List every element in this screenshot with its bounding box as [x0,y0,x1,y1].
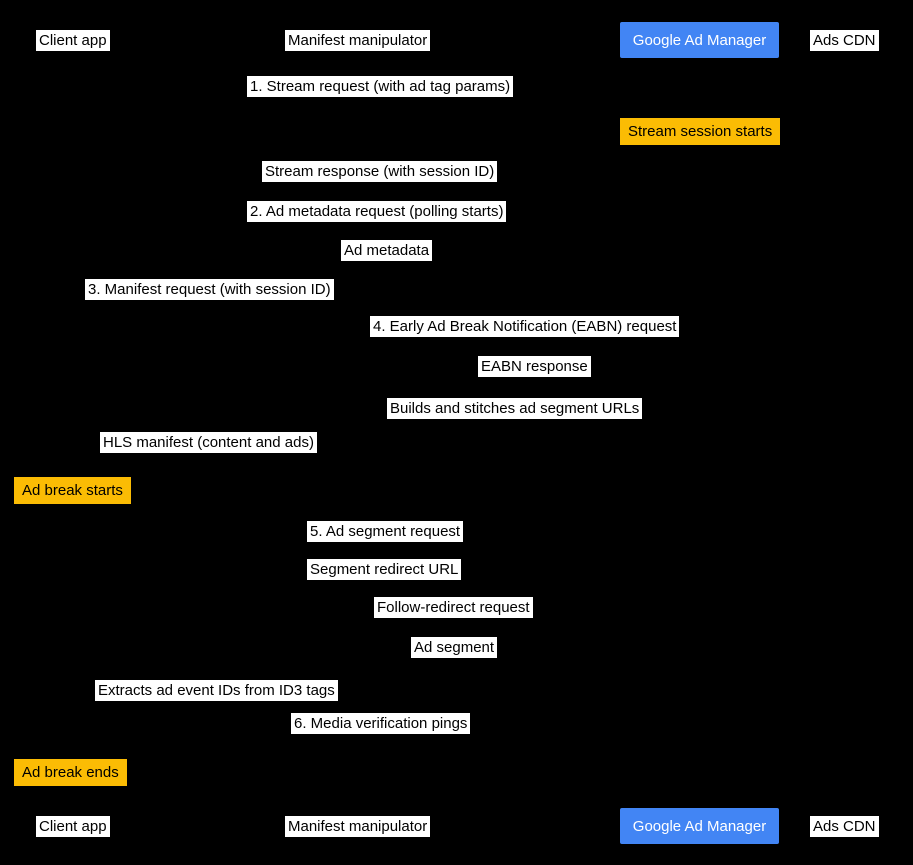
note-stream-session-starts: Stream session starts [620,118,781,145]
message-segment-redirect-url: Segment redirect URL [307,559,462,580]
action-extracts-id3: Extracts ad event IDs from ID3 tags [95,680,338,701]
message-ad-segment: Ad segment [411,637,498,658]
message-hls-manifest: HLS manifest (content and ads) [100,432,317,453]
actor-ads-cdn-top: Ads CDN [810,30,879,51]
message-manifest-request: 3. Manifest request (with session ID) [85,279,334,300]
action-builds-stitches: Builds and stitches ad segment URLs [387,398,643,419]
note-ad-break-starts: Ad break starts [14,477,131,504]
actor-ads-cdn-bottom: Ads CDN [810,816,879,837]
message-ad-metadata-request: 2. Ad metadata request (polling starts) [247,201,507,222]
message-eabn-request: 4. Early Ad Break Notification (EABN) re… [370,316,680,337]
message-ad-metadata: Ad metadata [341,240,433,261]
message-eabn-response: EABN response [478,356,591,377]
message-stream-response: Stream response (with session ID) [262,161,498,182]
actor-client-app-bottom: Client app [36,816,110,837]
message-media-verification-pings: 6. Media verification pings [291,713,471,734]
actor-manifest-manipulator-bottom: Manifest manipulator [285,816,431,837]
actor-manifest-manipulator-top: Manifest manipulator [285,30,431,51]
actor-google-ad-manager-top: Google Ad Manager [620,22,779,58]
actor-client-app-top: Client app [36,30,110,51]
message-follow-redirect-request: Follow-redirect request [374,597,533,618]
note-ad-break-ends: Ad break ends [14,759,127,786]
message-stream-request: 1. Stream request (with ad tag params) [247,76,514,97]
actor-google-ad-manager-bottom: Google Ad Manager [620,808,779,844]
message-ad-segment-request: 5. Ad segment request [307,521,464,542]
